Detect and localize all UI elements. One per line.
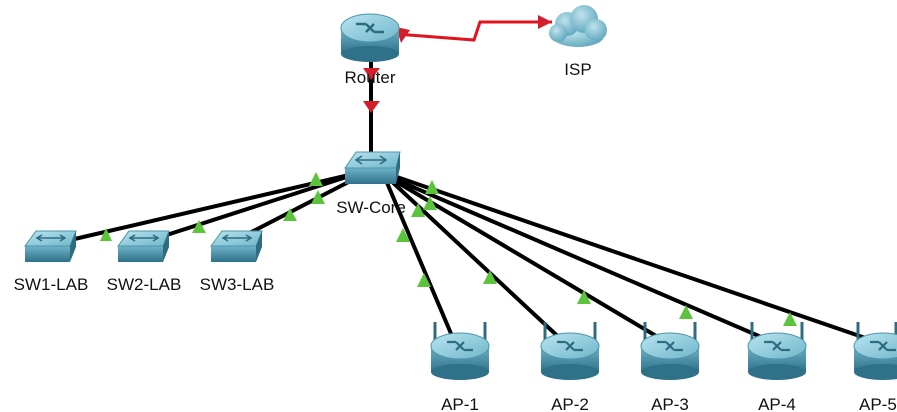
link-status-up-indicator <box>311 190 325 204</box>
link-status-up-indicator <box>100 228 112 241</box>
link-core-ap4[interactable] <box>391 176 776 345</box>
link-status-down-indicator <box>538 15 552 29</box>
link-status-up-indicator <box>283 208 297 221</box>
isp-node[interactable]: ISP <box>549 5 607 79</box>
link-status-up-indicator <box>425 180 439 194</box>
access-point-icon <box>747 322 807 380</box>
link-status-down-indicator <box>363 68 380 80</box>
router-icon <box>340 13 400 62</box>
link-status-up-indicator <box>309 172 323 186</box>
links <box>65 20 881 345</box>
sw3-node[interactable]: SW3-LAB <box>200 230 275 294</box>
link-status-up-indicator <box>411 203 425 217</box>
access-point-icon <box>853 322 897 380</box>
ap3-node[interactable]: AP-3 <box>640 322 700 412</box>
link-status-up-indicator <box>192 220 206 233</box>
link-core-ap1[interactable] <box>383 177 457 344</box>
access-point-icon <box>540 322 600 380</box>
link-status-down-indicator <box>363 101 380 113</box>
access-point-icon <box>430 322 490 380</box>
router-node[interactable]: Router <box>340 13 400 87</box>
link-core-sw2[interactable] <box>147 170 363 243</box>
link-core-ap5[interactable] <box>393 174 881 345</box>
sw2-node[interactable]: SW2-LAB <box>107 230 182 294</box>
ap5-label: AP-5 <box>859 395 897 412</box>
link-status-up-indicator <box>417 273 431 287</box>
sw1-label: SW1-LAB <box>14 275 89 294</box>
ap3-label: AP-3 <box>651 395 689 412</box>
cloud-icon <box>549 5 607 47</box>
link-status-up-indicator <box>577 290 591 304</box>
switch-icon <box>344 151 401 184</box>
ap1-node[interactable]: AP-1 <box>430 322 490 412</box>
link-status-down-indicator <box>396 27 410 43</box>
link-core-sw3[interactable] <box>233 172 365 243</box>
link-status-up-indicator <box>783 312 797 326</box>
core-switch-node[interactable]: SW-Core <box>336 151 406 217</box>
ap2-label: AP-2 <box>551 395 589 412</box>
switch-icon <box>210 230 263 262</box>
isp-label: ISP <box>564 60 591 79</box>
ap5-node[interactable]: AP-5 <box>853 322 897 412</box>
ap4-node[interactable]: AP-4 <box>747 322 807 412</box>
core-label: SW-Core <box>336 198 406 217</box>
switch-icon <box>117 230 170 262</box>
link-status-up-indicator <box>396 228 410 242</box>
router-label: Router <box>344 68 395 87</box>
link-core-ap3[interactable] <box>388 176 670 345</box>
link-status-up-indicator <box>483 270 497 284</box>
link-indicators <box>100 15 797 326</box>
ap2-node[interactable]: AP-2 <box>540 322 600 412</box>
link-status-up-indicator <box>423 196 437 210</box>
serial-link-router-isp[interactable] <box>395 20 552 42</box>
ap4-label: AP-4 <box>758 395 796 412</box>
sw3-label: SW3-LAB <box>200 275 275 294</box>
sw1-node[interactable]: SW1-LAB <box>14 230 89 294</box>
sw2-label: SW2-LAB <box>107 275 182 294</box>
switch-icon <box>24 230 77 262</box>
access-point-icon <box>640 322 700 380</box>
link-status-up-indicator <box>679 305 693 319</box>
ap1-label: AP-1 <box>441 395 479 412</box>
